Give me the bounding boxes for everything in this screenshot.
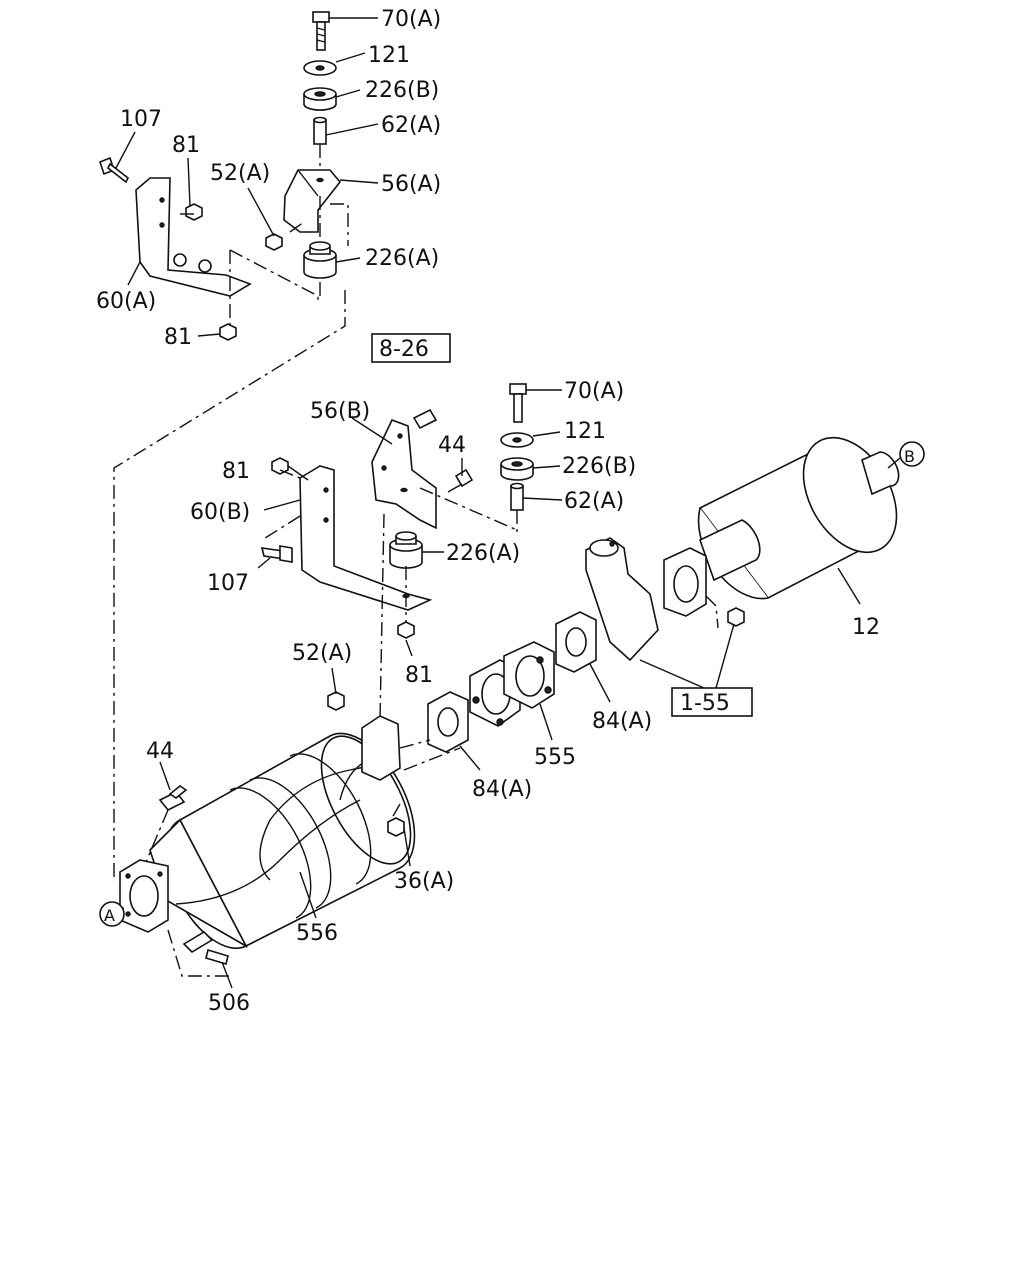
bracket-56b xyxy=(371,418,437,530)
nut-36a xyxy=(387,817,405,837)
nut-1-55 xyxy=(727,607,745,627)
label-107-top: 107 xyxy=(120,107,162,132)
label-226a-mid: 226(A) xyxy=(446,541,520,566)
label-70a-mid: 70(A) xyxy=(564,379,624,404)
label-81-left: 81 xyxy=(222,459,250,484)
nut-52a-low xyxy=(327,691,345,711)
label-62a-mid: 62(A) xyxy=(564,489,624,514)
nut-81-left xyxy=(271,457,289,475)
label-81-mid: 81 xyxy=(164,325,192,350)
label-44-low: 44 xyxy=(146,739,174,764)
label-84a-mid: 84(A) xyxy=(472,777,532,802)
spacer-62a-top xyxy=(313,116,327,145)
bolt-8-26 xyxy=(412,408,438,430)
nut-81-low xyxy=(397,621,415,639)
label-226b-top: 226(B) xyxy=(365,78,439,103)
cushion-226b-mid xyxy=(500,457,534,481)
label-44-mid: 44 xyxy=(438,433,466,458)
ref-1-55: 1-55 xyxy=(680,691,730,716)
label-226b-mid: 226(B) xyxy=(562,454,636,479)
label-52a-top: 52(A) xyxy=(210,161,270,186)
label-81-low: 81 xyxy=(405,663,433,688)
label-555: 555 xyxy=(534,745,576,770)
label-62a-top: 62(A) xyxy=(381,113,441,138)
label-52a-low: 52(A) xyxy=(292,641,352,666)
bolt-70a-mid xyxy=(509,383,527,423)
label-121-mid: 121 xyxy=(564,419,606,444)
label-56b: 56(B) xyxy=(310,399,370,424)
label-56a: 56(A) xyxy=(381,172,441,197)
cushion-226a-mid xyxy=(389,531,423,569)
label-506: 506 xyxy=(208,991,250,1016)
label-121-top: 121 xyxy=(368,43,410,68)
label-60b: 60(B) xyxy=(190,500,250,525)
pipe-1-55 xyxy=(585,537,659,662)
nut-52a-top xyxy=(265,233,283,251)
nut-81-top xyxy=(185,203,203,221)
ref-8-26: 8-26 xyxy=(379,337,429,362)
label-36a: 36(A) xyxy=(394,869,454,894)
bolt-107-top xyxy=(99,156,130,184)
label-12: 12 xyxy=(852,615,880,640)
muffler-assembly: 1-55 B xyxy=(555,436,925,717)
ref-box-1-55 xyxy=(671,687,753,717)
cushion-226b-top xyxy=(303,87,337,111)
catalyst-outlet-flange xyxy=(361,715,401,781)
catalyst-556: A xyxy=(99,715,416,989)
bracket-56a xyxy=(283,169,342,233)
cushion-226a-top xyxy=(303,241,337,279)
label-84a-right: 84(A) xyxy=(592,709,652,734)
bracket-60b xyxy=(299,465,433,611)
flex-joint-assembly xyxy=(399,641,555,771)
label-107-mid: 107 xyxy=(207,571,249,596)
label-60a: 60(A) xyxy=(96,289,156,314)
marker-a-text: A xyxy=(104,906,115,925)
bolt-70a-top xyxy=(312,11,330,51)
label-556: 556 xyxy=(296,921,338,946)
marker-b-text: B xyxy=(904,447,915,466)
upper-mount-assembly xyxy=(99,11,379,882)
bolt-44-mid xyxy=(447,468,474,493)
spacer-62a-mid xyxy=(510,482,524,511)
bracket-60a xyxy=(135,177,252,297)
label-226a-top: 226(A) xyxy=(365,246,439,271)
nut-81-mid xyxy=(219,323,237,341)
marker-a xyxy=(99,901,125,927)
clamp-506 xyxy=(182,930,214,954)
lower-mount-assembly: 8-26 xyxy=(257,333,563,721)
label-70a-top: 70(A) xyxy=(381,7,441,32)
marker-b xyxy=(899,441,925,467)
ref-box-8-26 xyxy=(371,333,451,363)
label-81-top: 81 xyxy=(172,133,200,158)
